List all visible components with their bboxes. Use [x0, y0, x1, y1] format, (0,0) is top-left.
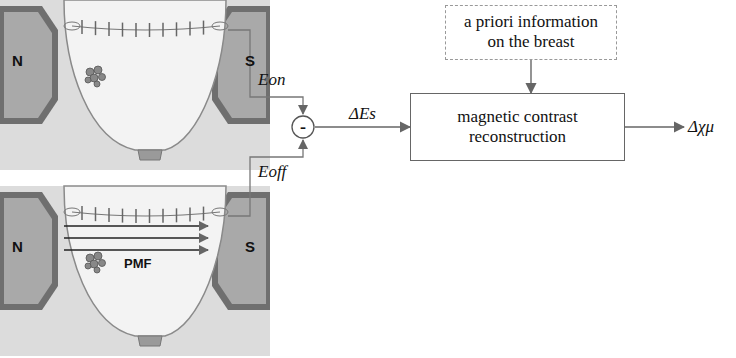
difference-circle: - [291, 115, 315, 139]
magnet-pole: S [245, 238, 255, 255]
signal-label: Eon [258, 70, 285, 90]
magnet-pole: N [12, 52, 23, 69]
output-label: Δχμ [688, 117, 714, 137]
connector-arrow [315, 126, 410, 127]
process-box: magnetic contrast reconstruction [410, 93, 625, 161]
field-label: PMF [122, 256, 153, 271]
node-text: magnetic contrast reconstruction [421, 107, 614, 148]
edge-label: ΔEs [349, 104, 376, 124]
info-box: a priori information on the breast [445, 5, 617, 60]
node-text: a priori information on the breast [456, 12, 606, 53]
signal-label: Eoff [258, 162, 286, 182]
magnet-pole: S [245, 52, 255, 69]
output-arrow [625, 126, 684, 127]
magnet-pole: N [12, 238, 23, 255]
node-text: - [300, 118, 306, 136]
connector-arrow [530, 60, 531, 93]
